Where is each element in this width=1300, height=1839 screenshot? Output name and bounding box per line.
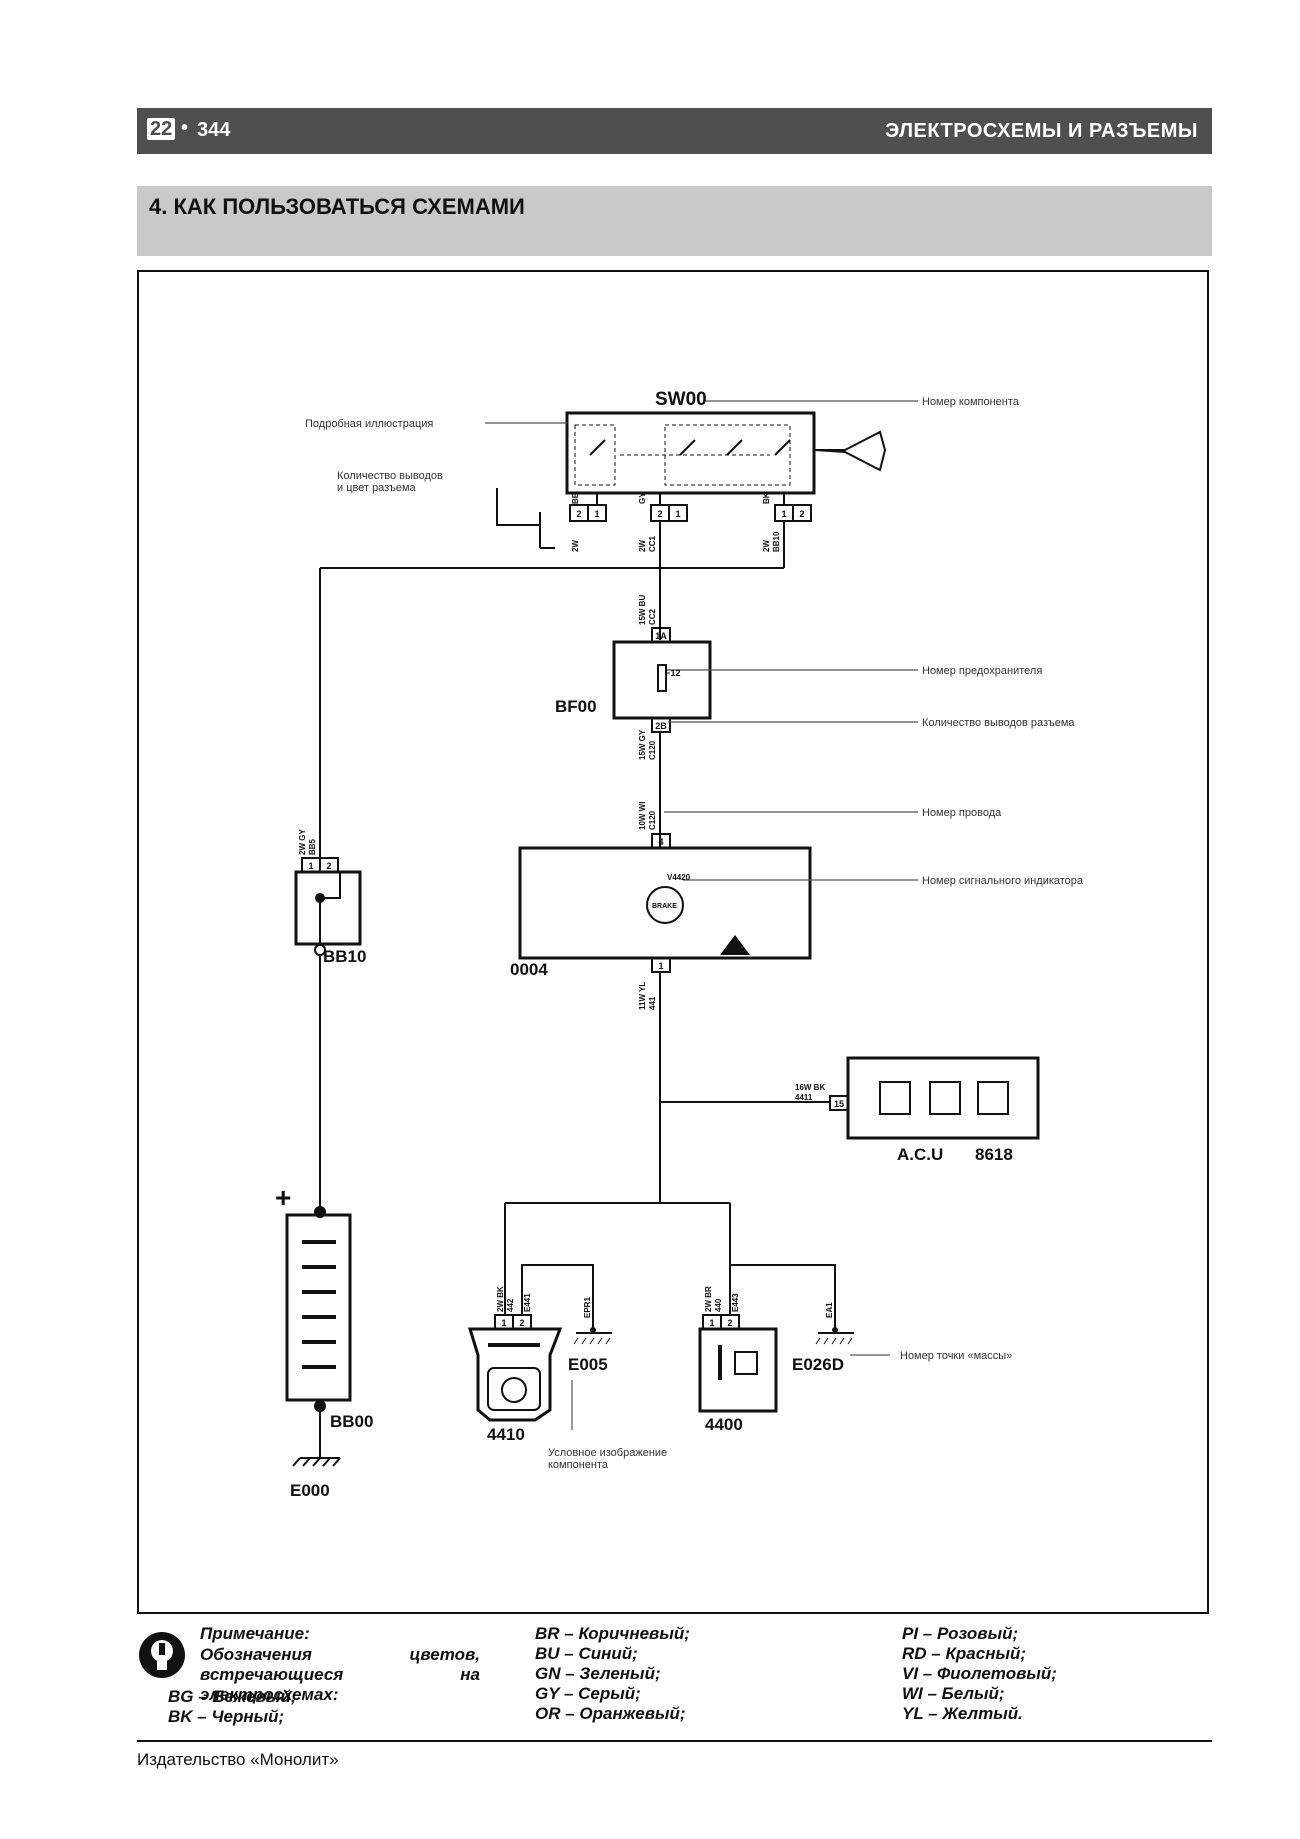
wire-sw1: 2W BK: [496, 1286, 505, 1312]
pin-acu: 15: [834, 1099, 844, 1109]
wire-sw-mid-code: CC1: [648, 535, 657, 552]
wire-sw2: 2W BR: [704, 1286, 713, 1312]
pin-sw-right-a: 1: [781, 509, 786, 519]
color-gn: GN – Зеленый;: [535, 1664, 661, 1683]
wire-cluster-out-code: 441: [648, 996, 657, 1010]
wiring-diagram: SW00 BF00 F12 0004 V4420 BRAKE BB10 + BB…: [275, 389, 1084, 1500]
wire-sw-left: 2W: [571, 540, 580, 552]
label-4400: 4400: [705, 1415, 743, 1434]
callout-detailed-illustration: Подробная иллюстрация: [305, 418, 433, 430]
sw00-box: [565, 411, 816, 495]
callout-ground-number: Номер точки «массы»: [900, 1350, 1012, 1362]
wire-bb10: 2W GY: [298, 829, 307, 855]
callout-pins-color-1: Количество выводов: [337, 470, 443, 482]
color-vi: VI – Фиолетовый;: [902, 1664, 1057, 1683]
wire-sw1-code: 442: [506, 1298, 515, 1312]
wire-sw2-ea: EA1: [825, 1302, 834, 1318]
label-0004: 0004: [510, 960, 548, 979]
label-e005: E005: [568, 1355, 608, 1374]
pin-sw-left-a: 2: [576, 509, 581, 519]
pin-sw2-a: 1: [709, 1318, 714, 1328]
color-wi: WI – Белый;: [902, 1684, 1005, 1703]
label-bb00: BB00: [330, 1412, 373, 1431]
pin-sw-mid-b: 1: [675, 509, 680, 519]
pin-sw-right-b: 2: [799, 509, 804, 519]
label-4410: 4410: [487, 1425, 525, 1444]
wire-fuse-in-code: CC2: [648, 608, 657, 625]
wire-sw-mid: 2W: [638, 540, 647, 552]
color-rd: RD – Красный;: [902, 1644, 1027, 1663]
wire-sw2-gnd: E443: [731, 1293, 740, 1312]
label-f12: F12: [665, 668, 681, 678]
callout-fuse-number: Номер предохранителя: [922, 665, 1042, 677]
publisher-name: Издательство «Монолит»: [137, 1750, 339, 1769]
section-title: 4. КАК ПОЛЬЗОВАТЬСЯ СХЕМАМИ: [149, 194, 525, 219]
wire-cluster-in-code: C120: [648, 810, 657, 830]
wire-sw-right: 2W: [762, 540, 771, 552]
callout-pins-color-2: и цвет разъема: [337, 482, 417, 494]
wire-fuse-out-code: C120: [648, 740, 657, 760]
footer-divider: [137, 1740, 1212, 1742]
callout-symbol-2: компонента: [548, 1459, 609, 1471]
page-number: 344: [197, 119, 231, 141]
wire-sw-left-color: BB: [571, 492, 580, 504]
note-title: Примечание:: [200, 1624, 310, 1643]
wire-sw-mid-color: GY: [638, 492, 647, 504]
callout-symbol-1: Условное изображение: [548, 1447, 667, 1459]
color-bk: BK – Черный;: [168, 1707, 285, 1726]
color-br: BR – Коричневый;: [535, 1624, 690, 1643]
page-header: 22 • 344 ЭЛЕКТРОСХЕМЫ И РАЗЪЕМЫ: [137, 108, 1212, 154]
pin-bb10-b: 2: [326, 861, 331, 871]
pin-sw-mid-a: 2: [657, 509, 662, 519]
wire-sw1-epr: EPR1: [583, 1297, 592, 1318]
wire-sw-right-code: BB10: [772, 531, 781, 552]
wire-sw-right-color: BK: [762, 492, 771, 504]
section-header: 4. КАК ПОЛЬЗОВАТЬСЯ СХЕМАМИ: [137, 186, 1212, 256]
color-bg: BG – Бежевый;: [168, 1687, 297, 1706]
label-e000: E000: [290, 1481, 330, 1500]
diagram-frame: [137, 270, 1209, 1614]
label-bf00: BF00: [555, 697, 597, 716]
pin-sw1-b: 2: [519, 1318, 524, 1328]
callout-indicator-number: Номер сигнального индикатора: [922, 875, 1084, 887]
header-bullet: •: [181, 117, 189, 139]
label-sw00: SW00: [655, 389, 707, 410]
pin-fuse-in: 1A: [655, 631, 667, 641]
note-icon: [139, 1632, 185, 1678]
label-e026d: E026D: [792, 1355, 844, 1374]
note-text: Обозначения цветов, встречающиеся на эле…: [200, 1645, 480, 1704]
label-acu: A.C.U: [897, 1145, 943, 1164]
color-yl: YL – Желтый.: [902, 1704, 1023, 1723]
label-8618: 8618: [975, 1145, 1013, 1164]
color-gy: GY – Серый;: [535, 1684, 641, 1703]
wire-bb10-code: BB5: [308, 838, 317, 855]
label-battery-plus: +: [275, 1182, 291, 1213]
wire-sw1-gnd: E441: [523, 1293, 532, 1312]
wire-fuse-in: 15W BU: [638, 595, 647, 625]
pin-cluster-out: 1: [658, 961, 663, 971]
chapter-title: ЭЛЕКТРОСХЕМЫ И РАЗЪЕМЫ: [884, 120, 1198, 142]
callout-connector-pins: Количество выводов разъема: [922, 717, 1075, 729]
pin-sw2-b: 2: [727, 1318, 732, 1328]
label-brake: BRAKE: [652, 903, 677, 910]
wire-acu-code: 4411: [795, 1093, 813, 1102]
label-bb10: BB10: [323, 947, 366, 966]
pin-fuse-out: 2B: [655, 721, 667, 731]
pin-sw1-a: 1: [501, 1318, 506, 1328]
pin-bb10-a: 1: [308, 861, 313, 871]
pin-sw-left-b: 1: [594, 509, 599, 519]
color-or: OR – Оранжевый;: [535, 1704, 686, 1723]
label-v4420: V4420: [667, 873, 691, 882]
wire-acu: 16W BK: [795, 1083, 825, 1092]
color-bu: BU – Синий;: [535, 1644, 638, 1663]
callout-component-number: Номер компонента: [922, 396, 1020, 408]
wire-sw2-code: 440: [714, 1298, 723, 1312]
wire-fuse-out: 15W GY: [638, 729, 647, 760]
color-pi: PI – Розовый;: [902, 1624, 1019, 1643]
wire-cluster-in: 10W WI: [638, 802, 647, 830]
chapter-number: 22: [147, 118, 176, 140]
callout-wire-number: Номер провода: [922, 807, 1002, 819]
pin-cluster-in: 4: [658, 837, 663, 847]
wire-cluster-out: 11W YL: [638, 982, 647, 1010]
